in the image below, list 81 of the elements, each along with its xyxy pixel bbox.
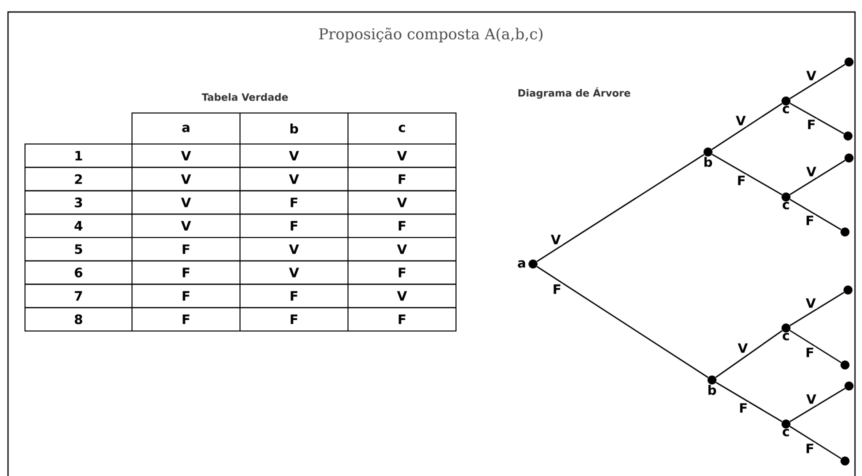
table-cell: F [240, 190, 348, 215]
node-label: c [782, 332, 789, 340]
table-cell: V [132, 144, 240, 168]
node-label: c [782, 106, 789, 114]
edge-label: F [804, 346, 816, 358]
table-cell: V [132, 214, 240, 238]
branch-line [790, 198, 842, 230]
tree-dot [844, 286, 852, 294]
table-cell: V [348, 237, 456, 262]
edge-label: V [805, 393, 818, 405]
tree-dot [840, 456, 850, 466]
table-cell: 8 [24, 307, 132, 332]
table-cell: F [348, 307, 456, 332]
table-cell: F [132, 307, 240, 332]
branch-line [790, 64, 846, 100]
tree-dot [840, 360, 850, 370]
table-cell: F [240, 307, 348, 332]
edge-label: F [804, 442, 816, 454]
edge-label: F [804, 214, 816, 226]
table-cell: 3 [24, 190, 132, 215]
table-cell: F [132, 237, 240, 262]
edge-label: V [736, 342, 749, 354]
branch-line [715, 330, 783, 378]
branch-line [790, 388, 846, 422]
table-cell: V [240, 144, 348, 168]
edge-label: V [550, 234, 562, 246]
tree-dot [844, 382, 854, 390]
branch-line [790, 160, 846, 196]
node-label: c [782, 428, 789, 436]
branch-line [536, 154, 704, 262]
edge-label: F [738, 402, 749, 414]
table-cell: V [240, 166, 348, 192]
table-cell: 5 [24, 237, 132, 262]
tree-dot [844, 132, 852, 140]
table-cell: F [240, 284, 348, 308]
table-cell: V [348, 144, 456, 168]
node-label: b [708, 384, 716, 395]
tree-dot [844, 154, 854, 162]
title: Proposição composta A(a,b,c) [319, 28, 542, 42]
table-cell: F [240, 214, 348, 238]
branch-line [712, 103, 782, 150]
tree-dot [844, 58, 854, 66]
table-cell: V [240, 237, 348, 262]
table-cell: V [132, 166, 240, 192]
table-cell: 4 [24, 214, 132, 238]
branch-line [790, 330, 842, 364]
edge-label: F [552, 283, 562, 295]
table-cell: 2 [24, 166, 132, 192]
edge-label: V [804, 297, 817, 309]
edge-label: V [805, 70, 818, 82]
node-label: b [704, 156, 712, 167]
edge-label: F [806, 118, 817, 130]
tree-dot [840, 228, 850, 236]
table-cell: F [132, 284, 240, 308]
table-cell: a [132, 112, 240, 144]
table-cell: 1 [24, 144, 132, 168]
table-cell: V [348, 284, 456, 308]
table-cell: F [348, 260, 456, 285]
table-cell: c [348, 112, 456, 144]
table-cell: 6 [24, 260, 132, 285]
branch-line [790, 292, 844, 326]
table-cell: V [240, 260, 348, 285]
branch-line [716, 382, 782, 422]
table-heading: Tabela Verdade [202, 93, 288, 101]
node-label: c [782, 202, 789, 210]
node-label: a [518, 260, 526, 268]
table-cell: 7 [24, 284, 132, 308]
table-cell: V [132, 190, 240, 215]
edge-label: V [734, 114, 747, 126]
table-cell: F [348, 166, 456, 192]
branch-line [790, 426, 842, 460]
edge-label: F [736, 174, 747, 186]
diagram-heading: Diagrama de Árvore [518, 87, 630, 99]
branch-line [536, 266, 708, 378]
table-cell: V [348, 190, 456, 215]
table-cell: F [132, 260, 240, 285]
branch-line [790, 102, 844, 134]
table-cell: b [240, 112, 348, 144]
table-cell: F [348, 214, 456, 238]
branch-line [712, 154, 782, 196]
edge-label: V [805, 166, 818, 178]
